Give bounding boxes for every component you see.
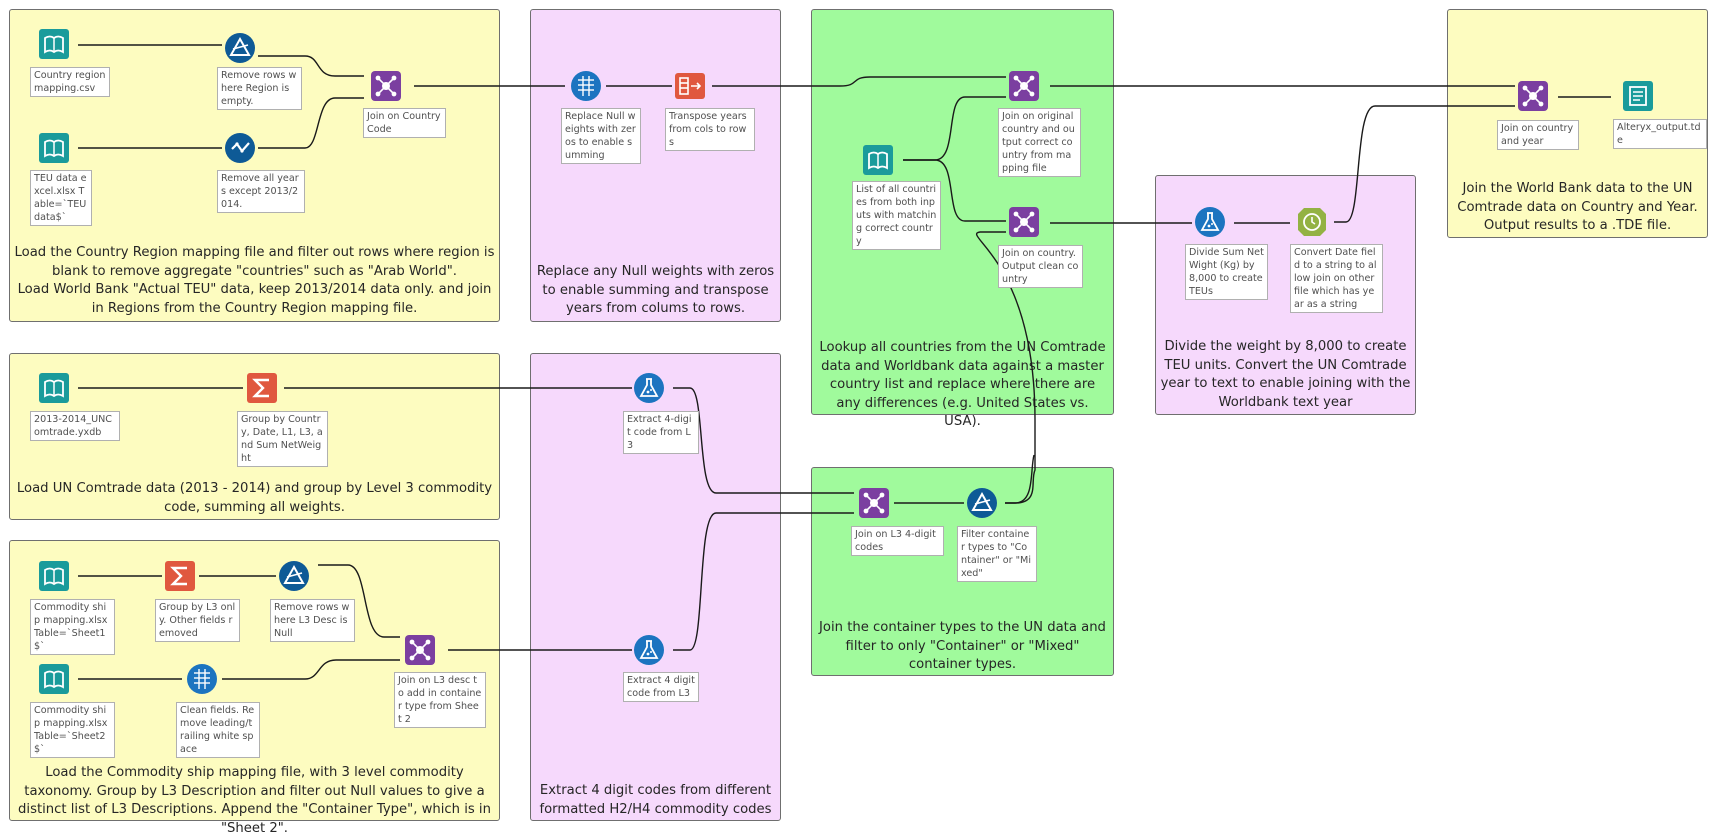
tool-annotation: Extract 4 digit code from L3 <box>623 672 699 702</box>
tool-annotation: Join on L3 desc to add in container type… <box>394 672 486 728</box>
container-description: Join the container types to the UN data … <box>819 620 1106 672</box>
tool-annotation: Join on country. Output clean country <box>998 245 1083 288</box>
container-description: Replace any Null weights with zeros to e… <box>536 264 775 316</box>
tool-annotation: Group by L3 only. Other fields removed <box>155 599 240 642</box>
container-null-transpose[interactable]: Replace any Null weights with zeros to e… <box>530 9 781 322</box>
checkmark-filter-icon[interactable] <box>224 132 256 164</box>
tool-annotation: Extract 4-digit code from L3 <box>623 411 699 454</box>
container-description: Load the Commodity ship mapping file, wi… <box>18 765 491 836</box>
book-icon[interactable] <box>862 144 894 176</box>
transpose-icon[interactable] <box>674 70 706 102</box>
filter-icon[interactable] <box>278 560 310 592</box>
flask-icon[interactable] <box>1194 206 1226 238</box>
book-icon[interactable] <box>38 28 70 60</box>
join-icon[interactable] <box>370 70 402 102</box>
sigma-icon[interactable] <box>164 560 196 592</box>
book-icon[interactable] <box>38 372 70 404</box>
tool-annotation: Filter container types to "Container" or… <box>957 526 1037 582</box>
book-icon[interactable] <box>38 132 70 164</box>
tool-annotation: 2013-2014_UNComtrade.yxdb <box>30 411 120 441</box>
tool-annotation: Commodity ship mapping.xlsx Table=`Sheet… <box>30 599 115 655</box>
tool-annotation: Commodity ship mapping.xlsx Table=`Sheet… <box>30 702 115 758</box>
join-icon[interactable] <box>858 487 890 519</box>
container-description: Join the World Bank data to the UN Comtr… <box>1457 181 1698 233</box>
flask-icon[interactable] <box>633 372 665 404</box>
tool-annotation: Group by Country, Date, L1, L3, and Sum … <box>237 411 328 467</box>
tool-annotation: Remove rows where Region is empty. <box>217 67 302 110</box>
join-icon[interactable] <box>1517 80 1549 112</box>
container-description: Load UN Comtrade data (2013 - 2014) and … <box>16 481 493 515</box>
tool-annotation: Remove rows where L3 Desc is Null <box>270 599 355 642</box>
filter-icon[interactable] <box>966 487 998 519</box>
container-description: Load the Country Region mapping file and… <box>14 245 495 316</box>
flask-icon[interactable] <box>633 634 665 666</box>
container-country-region[interactable]: Load the Country Region mapping file and… <box>9 9 500 322</box>
tool-annotation: Remove all years except 2013/2014. <box>217 170 305 213</box>
book-icon[interactable] <box>38 560 70 592</box>
tool-annotation: Country region mapping.csv <box>30 67 110 97</box>
tool-annotation: Join on original country and output corr… <box>998 108 1081 177</box>
sigma-icon[interactable] <box>246 372 278 404</box>
tool-annotation: Convert Date field to a string to allow … <box>1290 244 1383 313</box>
output-icon[interactable] <box>1622 80 1654 112</box>
tool-annotation: List of all countries from both inputs w… <box>852 181 941 250</box>
container-description: Lookup all countries from the UN Comtrad… <box>819 340 1106 429</box>
container-description: Divide the weight by 8,000 to create TEU… <box>1160 339 1411 410</box>
tool-annotation: Join on country and year <box>1497 120 1579 150</box>
cleanse-icon[interactable] <box>186 663 218 695</box>
book-icon[interactable] <box>38 663 70 695</box>
container-description: Extract 4 digit codes from different for… <box>539 783 772 817</box>
join-icon[interactable] <box>404 634 436 666</box>
tool-annotation: Replace Null weights with zeros to enabl… <box>561 108 641 164</box>
tool-annotation: Transpose years from cols to rows <box>665 108 755 151</box>
cleanse-icon[interactable] <box>570 70 602 102</box>
join-icon[interactable] <box>1008 70 1040 102</box>
tool-annotation: Divide Sum Net Wight (Kg) by 8,000 to cr… <box>1185 244 1268 300</box>
container-extract-codes[interactable]: Extract 4 digit codes from different for… <box>530 353 781 821</box>
tool-annotation: Join on Country Code <box>363 108 446 138</box>
datetime-icon[interactable] <box>1296 206 1328 238</box>
tool-annotation: Join on L3 4-digit codes <box>851 526 944 556</box>
tool-annotation: Clean fields. Remove leading/trailing wh… <box>176 702 260 758</box>
container-commodity-mapping[interactable]: Load the Commodity ship mapping file, wi… <box>9 540 500 836</box>
tool-annotation: TEU data excel.xlsx Table=`TEU data$` <box>30 170 92 226</box>
join-icon[interactable] <box>1008 206 1040 238</box>
filter-icon[interactable] <box>224 32 256 64</box>
tool-annotation: Alteryx_output.tde <box>1613 119 1707 149</box>
